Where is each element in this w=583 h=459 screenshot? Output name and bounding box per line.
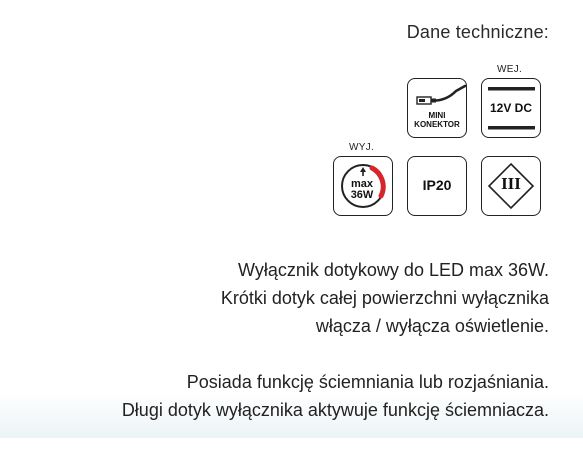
description-line: Posiada funkcję ściemniania lub rozjaśni… bbox=[186, 372, 549, 392]
technical-data-heading: Dane techniczne: bbox=[406, 22, 549, 42]
connector-plug-icon bbox=[416, 84, 467, 105]
description-line: Długi dotyk wyłącznika aktywuje funkcję … bbox=[121, 400, 549, 420]
mini-label: MINI bbox=[428, 111, 446, 120]
max-label: max bbox=[350, 178, 374, 190]
power-dial-icon bbox=[341, 164, 386, 208]
power-stripes-icon bbox=[488, 87, 535, 130]
protection-class-iii-icon: III bbox=[481, 156, 541, 216]
description-line: Krótki dotyk całej powierzchni wyłącznik… bbox=[220, 288, 549, 308]
description-paragraph-2: Posiada funkcję ściemniania lub rozjaśni… bbox=[122, 368, 549, 424]
description-line: włącza / wyłącza oświetlenie. bbox=[315, 316, 549, 336]
ip-rating-label: IP20 bbox=[422, 177, 452, 193]
max-power-icon: max 36W bbox=[333, 156, 393, 216]
voltage-label: 12V DC bbox=[489, 101, 533, 115]
protection-class-label: III bbox=[501, 174, 521, 193]
description-paragraph-1: Wyłącznik dotykowy do LED max 36W. Krótk… bbox=[221, 256, 549, 340]
mini-connector-icon: MINI KONEKTOR bbox=[407, 78, 467, 138]
konektor-label: KONEKTOR bbox=[414, 120, 460, 129]
wattage-label: 36W bbox=[350, 189, 374, 201]
output-tag: WYJ. bbox=[349, 142, 375, 153]
ip20-rating-icon: IP20 bbox=[407, 156, 467, 216]
bottom-gradient-band bbox=[0, 392, 583, 438]
description-line: Wyłącznik dotykowy do LED max 36W. bbox=[238, 260, 549, 280]
input-tag: WEJ. bbox=[497, 64, 523, 75]
diamond-icon bbox=[487, 162, 535, 210]
voltage-12v-dc-icon: 12V DC bbox=[481, 78, 541, 138]
